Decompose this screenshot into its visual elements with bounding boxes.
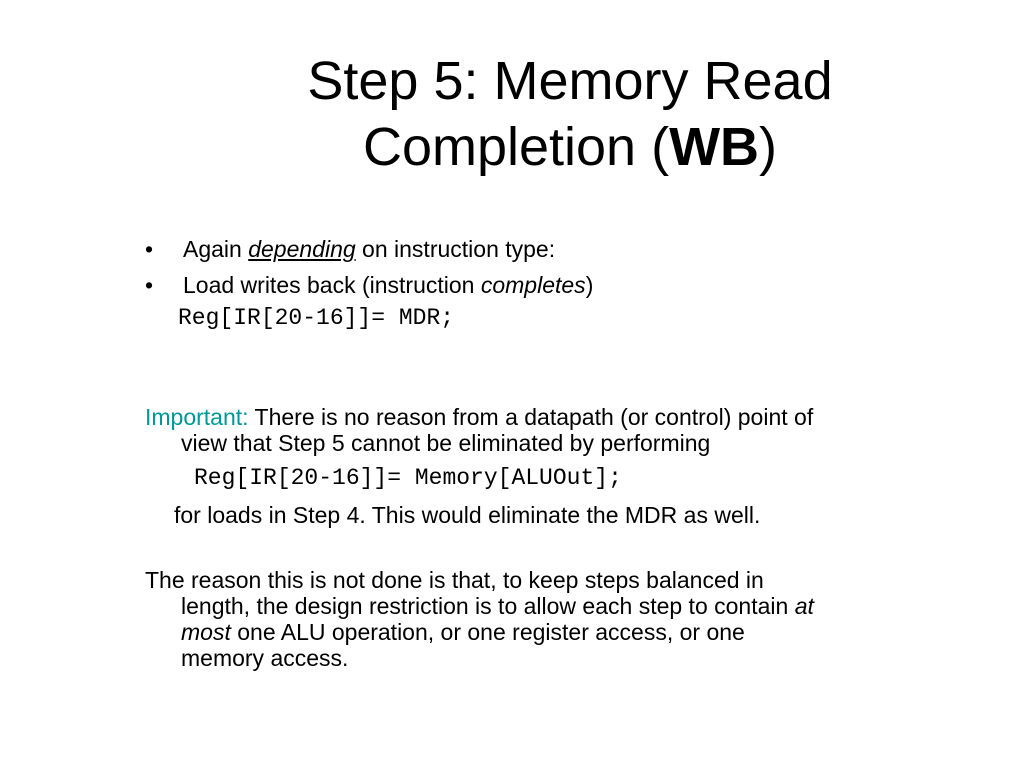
loads-paragraph: for loads in Step 4. This would eliminat… — [174, 502, 761, 528]
reason-line-2: length, the design restriction is to all… — [145, 593, 975, 619]
title-line-2-suffix: ) — [759, 117, 778, 177]
slide-title: Step 5: Memory Read Completion (WB) — [240, 48, 900, 180]
bullet-list: • Again depending on instruction type: •… — [145, 231, 965, 303]
reason-emphasis-most: most — [181, 619, 231, 645]
important-text-line-2: view that Step 5 cannot be eliminated by… — [181, 430, 711, 456]
title-wb-bold: WB — [669, 117, 760, 177]
bullet-text-post: on instruction type: — [355, 236, 556, 262]
bullet-text-post: ) — [585, 272, 594, 298]
code-reg-memory-aluout: Reg[IR[20-16]]= Memory[ALUOut]; — [194, 465, 622, 491]
title-line-1: Step 5: Memory Read — [307, 51, 833, 111]
important-text-line-1: There is no reason from a datapath (or c… — [248, 404, 814, 430]
bullet-emphasis-completes: completes — [480, 272, 586, 298]
bullet-item-load-writes-back: • Load writes back (instruction complete… — [145, 267, 965, 303]
code-reg-mdr: Reg[IR[20-16]]= MDR; — [178, 305, 455, 331]
bullet-item-depending: • Again depending on instruction type: — [145, 231, 965, 267]
reason-line-2-text: length, the design restriction is to all… — [181, 593, 795, 619]
important-paragraph: Important: There is no reason from a dat… — [145, 404, 975, 456]
reason-line-1: The reason this is not done is that, to … — [145, 567, 764, 593]
reason-line-3-text: one ALU operation, or one register acces… — [230, 619, 745, 645]
bullet-text-pre: Again — [183, 236, 249, 262]
bullet-marker: • — [145, 272, 154, 298]
important-label: Important: — [145, 404, 249, 430]
reason-paragraph: The reason this is not done is that, to … — [145, 567, 975, 671]
bullet-marker: • — [145, 236, 154, 262]
reason-emphasis-at: at — [794, 593, 814, 619]
reason-line-3: most one ALU operation, or one register … — [145, 619, 975, 645]
reason-line-4: memory access. — [181, 645, 349, 671]
bullet-emphasis-depending: depending — [248, 236, 356, 262]
bullet-text-pre: Load writes back (instruction — [183, 272, 481, 298]
title-line-2-prefix: Completion ( — [362, 117, 670, 177]
